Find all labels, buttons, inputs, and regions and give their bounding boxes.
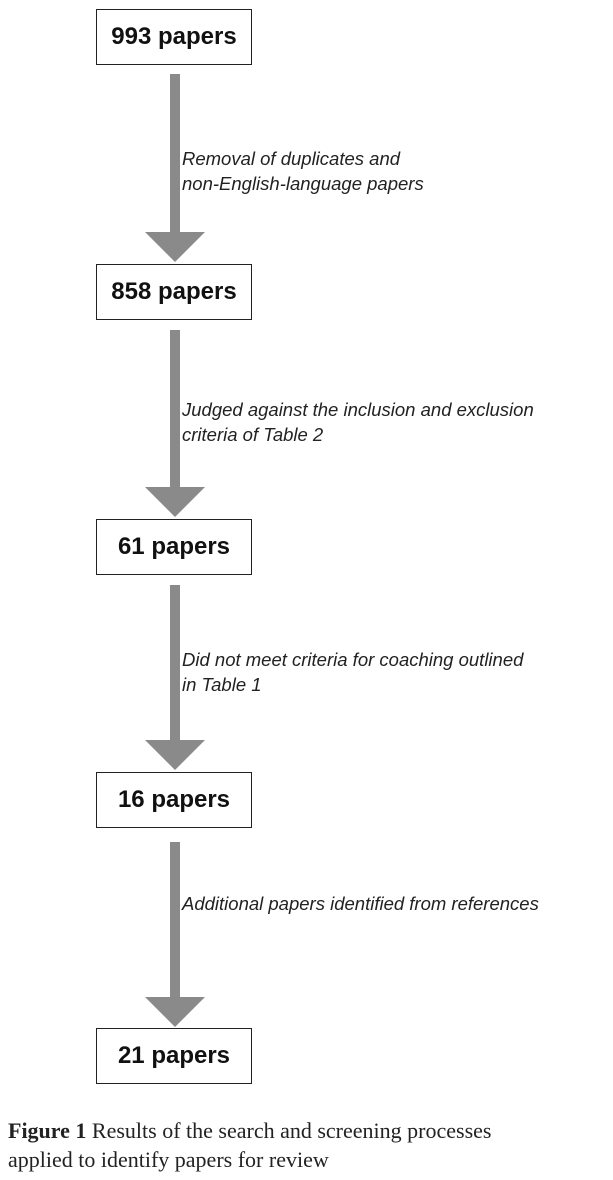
step-label-line: Did not meet criteria for coaching outli… xyxy=(182,649,524,670)
step-label-line: Removal of duplicates and xyxy=(182,148,401,169)
step-label-removal: Removal of duplicates and non-English-la… xyxy=(182,146,602,196)
box-21-papers: 21 papers xyxy=(96,1028,252,1084)
down-arrow-icon xyxy=(144,74,206,262)
step-label-line: criteria of Table 2 xyxy=(182,424,324,445)
caption-line-2: applied to identify papers for review xyxy=(8,1147,329,1172)
step-label-line: in Table 1 xyxy=(182,674,262,695)
figure-caption: Figure 1 Results of the search and scree… xyxy=(8,1116,613,1174)
caption-line-1: Figure 1 Results of the search and scree… xyxy=(8,1116,613,1145)
box-61-papers: 61 papers xyxy=(96,519,252,575)
step-label-additional: Additional papers identified from refere… xyxy=(182,891,602,916)
step-label-judged: Judged against the inclusion and exclusi… xyxy=(182,397,602,447)
box-858-papers: 858 papers xyxy=(96,264,252,320)
step-label-line: Judged against the inclusion and exclusi… xyxy=(182,399,534,420)
box-993-papers: 993 papers xyxy=(96,9,252,65)
step-label-criteria: Did not meet criteria for coaching outli… xyxy=(182,647,602,697)
down-arrow-icon xyxy=(144,330,206,517)
step-label-line: Additional papers identified from refere… xyxy=(182,893,539,914)
step-label-line: non-English-language papers xyxy=(182,173,424,194)
caption-label: Figure 1 xyxy=(8,1118,87,1143)
down-arrow-icon xyxy=(144,842,206,1027)
down-arrow-icon xyxy=(144,585,206,770)
caption-text: Results of the search and screening proc… xyxy=(91,1118,492,1143)
box-16-papers: 16 papers xyxy=(96,772,252,828)
